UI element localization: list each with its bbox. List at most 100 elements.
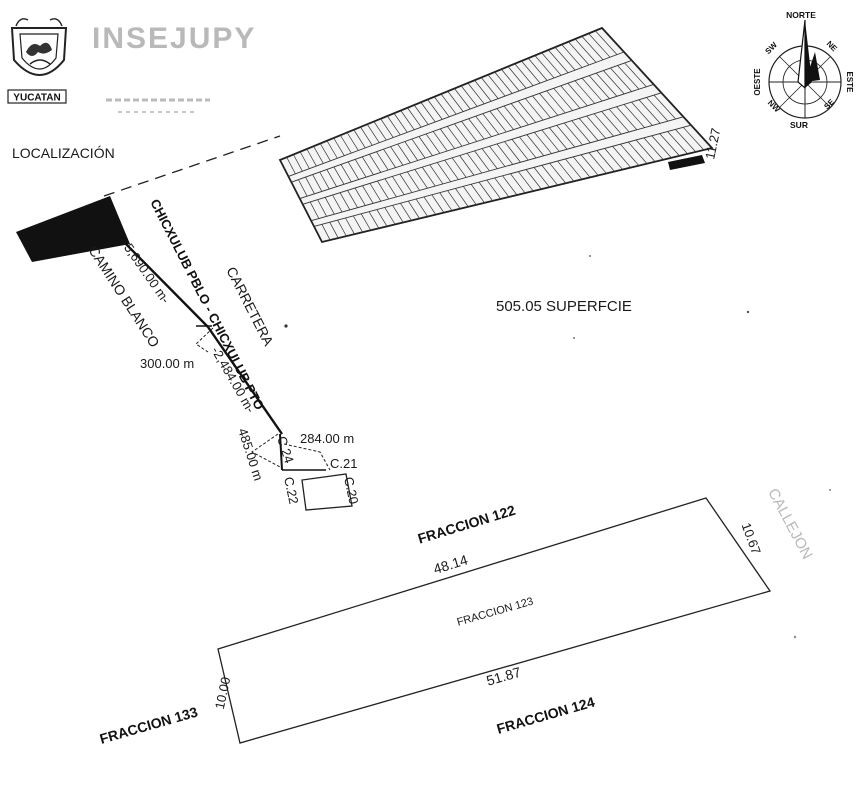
lot-line bbox=[340, 135, 352, 154]
lot-line bbox=[623, 104, 645, 128]
lot-line bbox=[390, 146, 404, 166]
lot-line bbox=[638, 99, 661, 124]
lot-line bbox=[312, 174, 323, 192]
lot-line bbox=[541, 165, 558, 186]
west-neighbor-label: FRACCION 133 bbox=[98, 704, 200, 747]
compass-north: NORTE bbox=[786, 10, 816, 20]
lot-line bbox=[675, 129, 697, 153]
lot-line bbox=[399, 173, 413, 193]
lot-line bbox=[646, 97, 669, 122]
lot-line bbox=[653, 94, 676, 120]
lot-line bbox=[489, 110, 507, 133]
lot-line bbox=[541, 52, 562, 76]
lot-line bbox=[502, 175, 518, 196]
lot-line bbox=[603, 70, 625, 95]
lot-line bbox=[624, 62, 647, 88]
lot-line bbox=[317, 199, 327, 217]
lot-line bbox=[631, 101, 653, 126]
lot-line bbox=[305, 176, 315, 194]
lot-line bbox=[561, 44, 583, 68]
compass-southwest: SW bbox=[763, 40, 779, 56]
lot-line bbox=[421, 166, 436, 187]
lot-line bbox=[345, 217, 355, 235]
lot-line bbox=[306, 148, 317, 167]
lot-line bbox=[539, 93, 559, 116]
lot-line bbox=[651, 135, 672, 159]
seal-caption: YUCATAN bbox=[13, 93, 60, 104]
lot-line bbox=[643, 137, 664, 160]
yucatan-seal-logo bbox=[7, 18, 68, 104]
lot-line bbox=[503, 105, 522, 128]
lot-line bbox=[326, 140, 338, 159]
lot-line bbox=[400, 203, 412, 221]
lot-line bbox=[482, 113, 500, 135]
lot-line bbox=[571, 120, 591, 143]
lot-line bbox=[321, 224, 331, 241]
lot-name-label: FRACCION 123 bbox=[456, 595, 535, 628]
lot-line bbox=[387, 115, 401, 136]
lot-line bbox=[510, 103, 529, 126]
lot-line bbox=[494, 71, 513, 94]
lot-line bbox=[353, 129, 366, 149]
lot-line bbox=[466, 152, 483, 174]
lot-line bbox=[568, 41, 590, 66]
block-dimension-label: 11.27 bbox=[702, 127, 723, 161]
lot-line bbox=[588, 75, 610, 99]
lot-line bbox=[407, 107, 422, 128]
lot-line bbox=[354, 159, 367, 178]
lot-line bbox=[324, 197, 335, 215]
lot-line bbox=[487, 74, 506, 97]
lot-line bbox=[572, 156, 591, 178]
lot-line bbox=[610, 67, 632, 92]
lot-line bbox=[337, 219, 347, 237]
distance-485: 485.00 m bbox=[235, 426, 266, 482]
lot-line bbox=[560, 85, 581, 109]
lot-line bbox=[383, 148, 396, 168]
lot-line bbox=[298, 179, 308, 197]
lot-line bbox=[489, 146, 506, 167]
lot-line bbox=[361, 156, 374, 175]
lot-line bbox=[447, 91, 464, 112]
lot-line bbox=[332, 194, 343, 213]
lot-line bbox=[608, 108, 630, 133]
lot-line bbox=[617, 65, 640, 90]
lot-line bbox=[299, 151, 310, 169]
lot-line bbox=[480, 77, 499, 99]
lot-line bbox=[439, 128, 455, 149]
lot-line bbox=[507, 66, 527, 89]
lot-line bbox=[525, 98, 544, 121]
lot-line bbox=[360, 126, 373, 146]
distance-284: 284.00 m bbox=[300, 431, 354, 446]
lot-line bbox=[415, 198, 428, 217]
lot-line bbox=[447, 126, 463, 147]
lot-line bbox=[510, 173, 526, 194]
lot-line bbox=[474, 80, 492, 102]
street-c21: C.21 bbox=[330, 456, 357, 471]
street-c22: C.22 bbox=[281, 476, 301, 506]
lot-line bbox=[496, 108, 514, 130]
lot-line bbox=[549, 127, 568, 150]
lot-line bbox=[467, 82, 485, 105]
lot-line bbox=[313, 146, 324, 164]
lot-line bbox=[635, 139, 656, 162]
subdivision-lots bbox=[286, 30, 705, 241]
lot-line bbox=[527, 58, 548, 81]
lot-line bbox=[407, 171, 420, 191]
compass-rose bbox=[768, 19, 842, 119]
lot-line bbox=[454, 88, 471, 110]
lot-line bbox=[595, 30, 618, 55]
lot-line bbox=[400, 110, 415, 130]
lot-line bbox=[667, 131, 688, 155]
lot-line bbox=[546, 90, 566, 114]
access-dashed-line bbox=[103, 135, 281, 197]
lot-line bbox=[444, 159, 459, 180]
lot-line bbox=[501, 69, 520, 92]
lot-line bbox=[393, 113, 408, 133]
lot-line bbox=[548, 49, 569, 73]
lot-line bbox=[286, 157, 296, 174]
lot-line bbox=[586, 115, 607, 139]
lot-line bbox=[534, 132, 552, 154]
lot-line bbox=[604, 148, 623, 170]
lot-line bbox=[455, 188, 469, 207]
lot-line bbox=[413, 104, 429, 125]
